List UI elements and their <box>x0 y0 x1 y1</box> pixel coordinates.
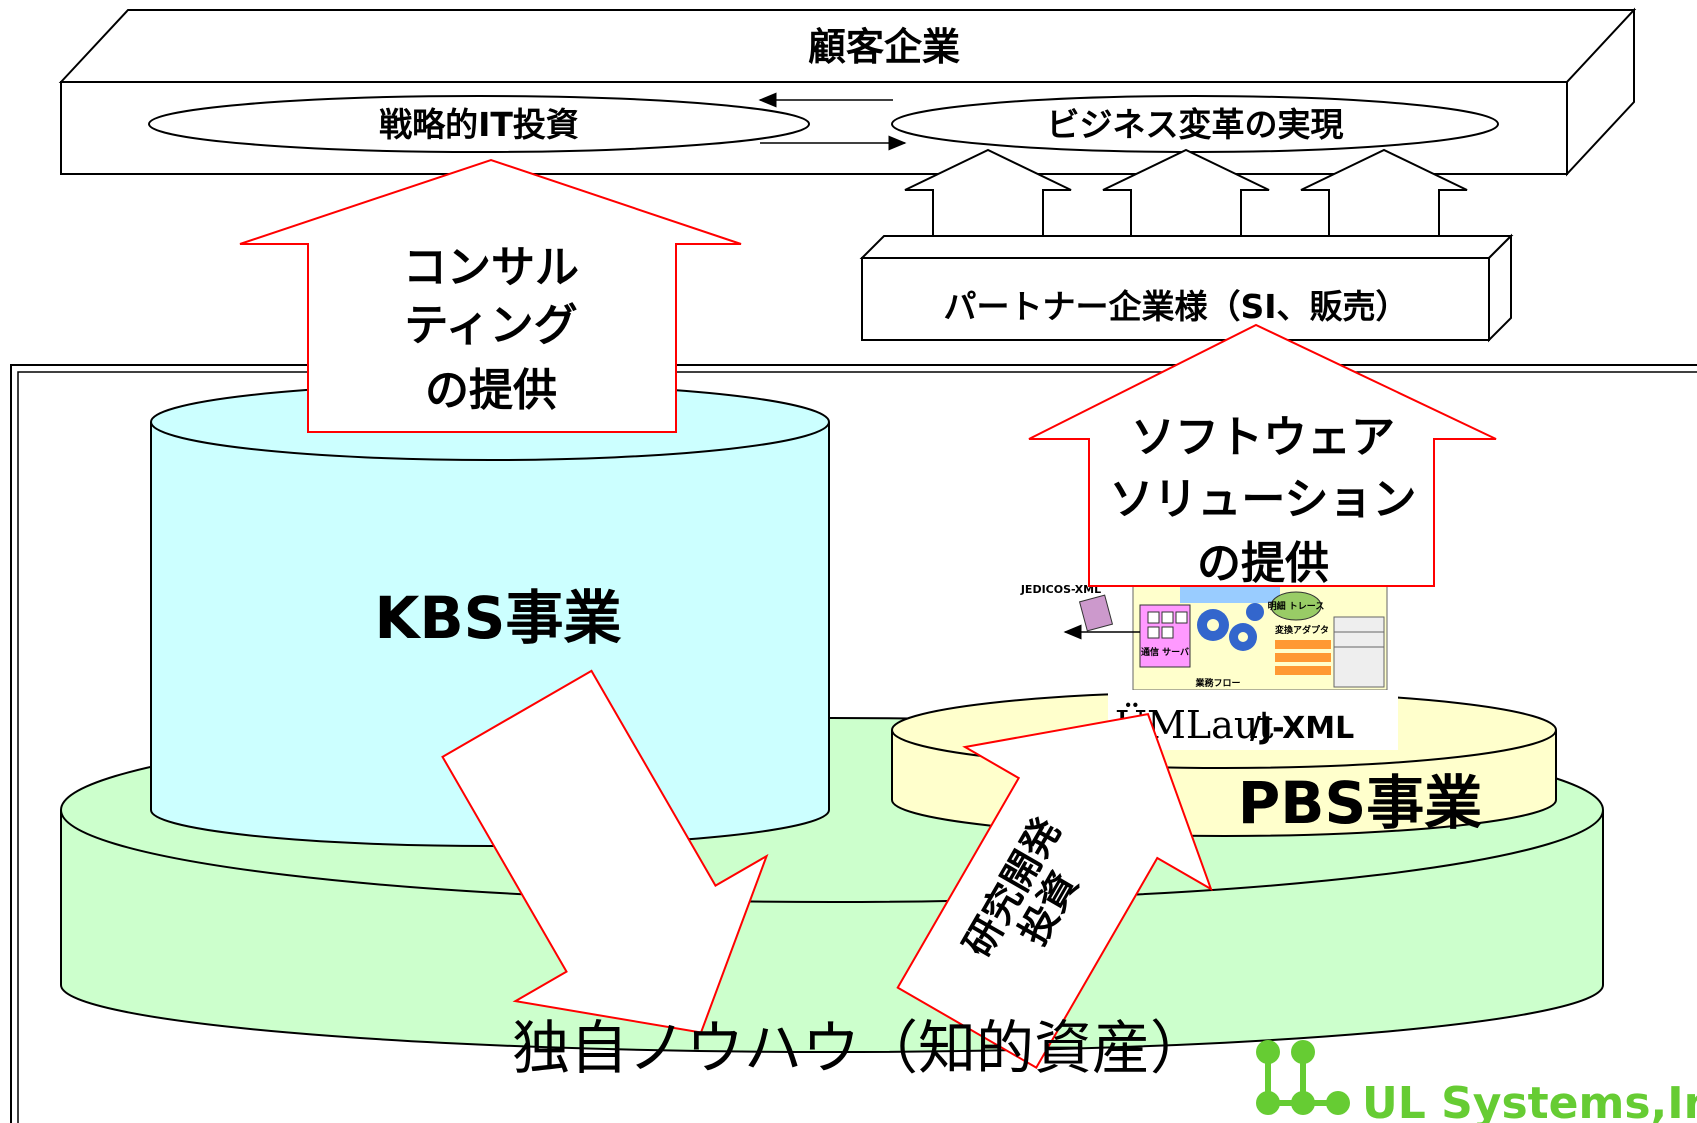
partner-block: パートナー企業様（SI、販売） <box>859 233 1514 343</box>
company-frame-outer <box>10 364 1697 1123</box>
product-trace-badge <box>1270 591 1322 621</box>
document-icon <box>1078 594 1114 632</box>
product-caption: JEDICOS-XML <box>1020 583 1101 596</box>
consulting-arrow: コンサル ティング の提供 <box>239 158 742 433</box>
consulting-line3: の提供 <box>425 365 557 416</box>
knowhow-label: 独自ノウハウ（知的資産） <box>512 1014 1208 1082</box>
software-line3: の提供 <box>1197 538 1329 589</box>
software-line1: ソフトウェア <box>1131 412 1395 463</box>
kbs-label: KBS事業 <box>375 584 622 652</box>
customer-title: 顧客企業 <box>808 25 960 69</box>
logo-text: UL Systems,Inc. <box>1362 1078 1697 1123</box>
product-adapter-label: 変換アダプタ <box>1275 624 1329 636</box>
pbs-label: PBS事業 <box>1238 769 1483 837</box>
product-flow-label: 業務フロー <box>1194 677 1240 689</box>
rnd-arrow: 研究開発 投資 <box>896 712 1213 1069</box>
consulting-line2: ティング <box>404 300 577 351</box>
customer-enterprise-block: 顧客企業 <box>58 7 1637 177</box>
business-reform-label: ビジネス変革の実現 <box>1047 105 1344 144</box>
product-suffix: /J-XML <box>1250 711 1354 746</box>
consulting-line1: コンサル <box>403 242 579 293</box>
software-line2: ソリューション <box>1109 474 1416 525</box>
product-header-bar <box>1180 585 1280 603</box>
gear-icon <box>1246 603 1264 621</box>
partner-label: パートナー企業様（SI、販売） <box>943 287 1408 326</box>
strategic-it-ellipse: 戦略的IT投資 <box>148 95 810 153</box>
strategic-it-label: 戦略的IT投資 <box>379 105 579 144</box>
server-icon <box>1333 616 1385 688</box>
software-solution-arrow: ソフトウェア ソリューション の提供 <box>1028 323 1497 589</box>
accumulation-arrow <box>441 669 769 1034</box>
product-comm-label: 通信 サーバ <box>1141 646 1189 658</box>
ul-systems-logo: UL Systems,Inc. <box>1256 1040 1697 1123</box>
business-reform-ellipse: ビジネス変革の実現 <box>891 95 1499 153</box>
company-frame-inner <box>17 371 1697 1123</box>
product-trace-label: 明細 トレース <box>1268 600 1325 612</box>
partner-up-arrows <box>904 148 1468 245</box>
